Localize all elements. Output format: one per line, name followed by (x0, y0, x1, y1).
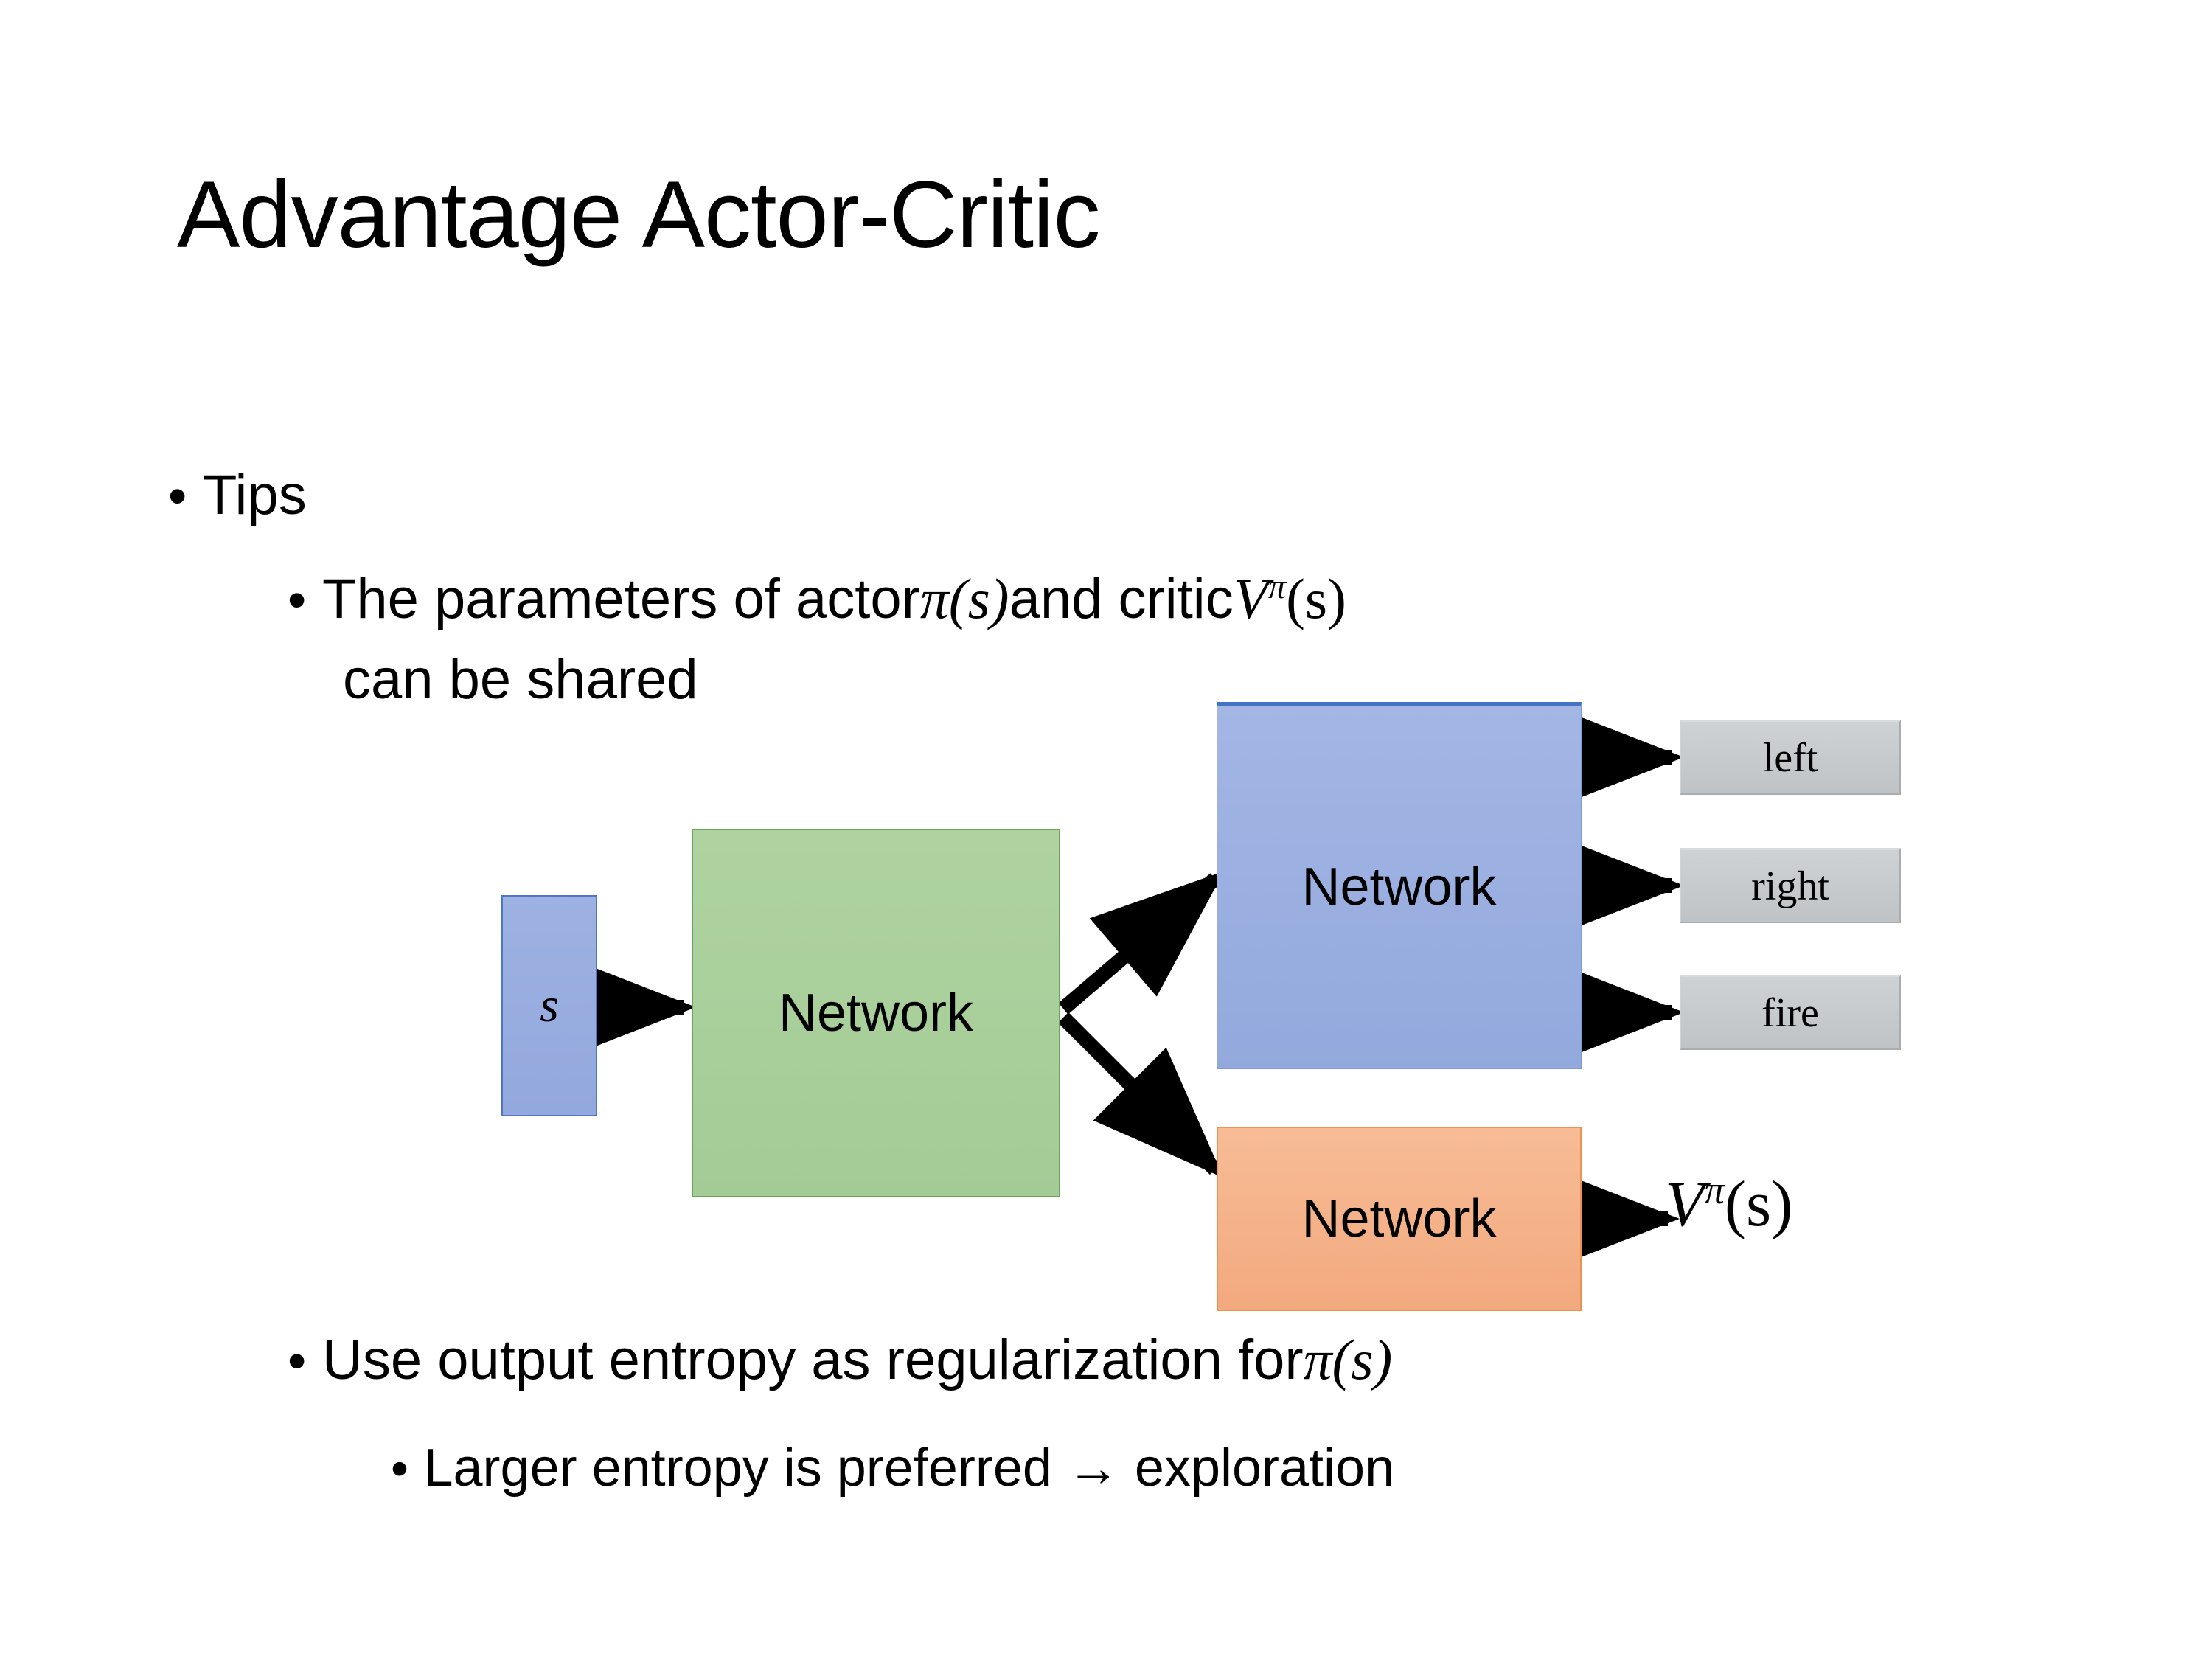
bullet-glyph: • (168, 467, 187, 526)
math-critic-value-superscript: π (1268, 567, 1287, 607)
shared-network-box[interactable]: Network (692, 829, 1060, 1197)
value-function-arg: (s) (1724, 1168, 1793, 1239)
action-label-fire: fire (1761, 990, 1819, 1036)
action-box-left[interactable]: left (1680, 720, 1901, 795)
arrow-shared-to-critic (1057, 1012, 1224, 1178)
bullet-larger-entropy-text: Larger entropy is preferred → exploratio… (423, 1439, 1395, 1498)
bullet-entropy-regularization: • Use output entropy as regularization f… (288, 1327, 1392, 1393)
value-function-output: Vπ(s) (1665, 1166, 1792, 1241)
bullet-tips-label: Tips (202, 464, 307, 526)
bullet-shared-parameters: • The parameters of actor π(s) and criti… (288, 566, 1346, 632)
bullet-entropy-text: Use output entropy as regularization for (321, 1329, 1304, 1391)
bullet-glyph: • (288, 571, 307, 630)
page-title: Advantage Actor-Critic (177, 162, 1100, 268)
math-critic-value: Vπ(s) (1234, 566, 1346, 632)
math-critic-value-arg: (s) (1286, 567, 1346, 630)
bullet-shared-parameters-text-pre: The parameters of actor (321, 568, 920, 630)
arrow-shared-to-actor (1058, 871, 1225, 1015)
action-box-right[interactable]: right (1680, 848, 1901, 923)
value-function-output-math: Vπ(s) (1665, 1168, 1792, 1239)
math-actor-policy: π(s) (919, 567, 1009, 630)
shared-network-label: Network (778, 984, 974, 1043)
critic-network-box[interactable]: Network (1217, 1127, 1582, 1311)
value-function-base: V (1665, 1168, 1705, 1239)
math-actor-policy: π(s) (1303, 1328, 1393, 1391)
action-label-left: left (1762, 734, 1818, 781)
math-critic-value-base: V (1233, 567, 1269, 630)
state-input-label: s (540, 978, 559, 1032)
bullet-glyph: • (288, 1332, 307, 1391)
value-function-superscript: π (1704, 1167, 1725, 1212)
state-input-box[interactable]: s (501, 895, 597, 1116)
bullet-larger-entropy: • Larger entropy is preferred → explorat… (391, 1438, 1394, 1498)
actor-network-label: Network (1301, 858, 1497, 917)
bullet-shared-parameters-line2: can be shared (343, 648, 698, 711)
bullet-shared-parameters-text-mid: and critic (1009, 568, 1234, 630)
actor-network-box[interactable]: Network (1217, 702, 1582, 1069)
action-box-fire[interactable]: fire (1680, 975, 1901, 1050)
critic-network-label: Network (1301, 1189, 1497, 1248)
bullet-tips: • Tips (168, 463, 307, 527)
action-label-right: right (1751, 863, 1829, 909)
bullet-glyph: • (391, 1441, 408, 1497)
